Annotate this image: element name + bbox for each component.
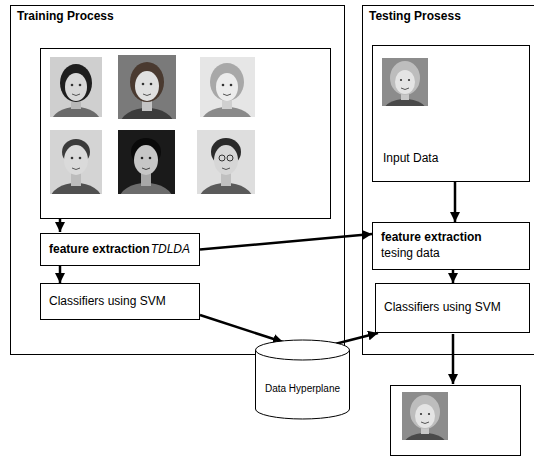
process-box: Classifiers using SVM [40, 283, 200, 320]
panel-title: Training Process [17, 9, 114, 25]
box-label: Classifiers using SVM [384, 300, 501, 316]
face-photo [200, 57, 255, 139]
box-label: feature extraction [381, 230, 521, 246]
box-label: feature extraction [49, 242, 150, 258]
face-photo [118, 55, 176, 142]
cylinder-outline [255, 338, 350, 420]
output-frame [391, 386, 521, 456]
process-panel: Testing ProsessInput Data feature extract… [362, 5, 534, 355]
process-panel: Training Process feature extractionTDLDA C… [10, 5, 345, 355]
box-label: Classifiers using SVM [49, 294, 166, 310]
box-label: Input Data [383, 151, 438, 167]
flow-arrow [59, 219, 62, 232]
flow-arrow [454, 182, 457, 222]
box-label: Data Hyperplane [265, 382, 340, 395]
input-box: Input Data [372, 45, 530, 182]
flow-arrow [59, 266, 62, 283]
box-label: TDLDA [151, 242, 190, 258]
flow-arrow [452, 334, 455, 384]
flow-arrow [200, 315, 283, 342]
output-photo [402, 392, 448, 459]
face-photo [50, 130, 102, 217]
database-cylinder: Data Hyperplane [255, 338, 350, 420]
box-label: tesing data [381, 246, 521, 262]
process-box: feature extractionTDLDA [40, 233, 200, 266]
process-box: feature extractiontesing data [372, 222, 530, 270]
flow-arrow [200, 234, 372, 250]
flow-arrow [452, 270, 455, 283]
input-photo [382, 58, 428, 125]
face-photo [118, 130, 175, 217]
cylinder-top [256, 340, 350, 360]
process-box: Classifiers using SVM [375, 283, 530, 333]
photo-frame [41, 49, 331, 219]
flow-arrow [335, 333, 378, 344]
panel-title: Testing Prosess [369, 9, 461, 25]
face-photo [50, 57, 102, 139]
face-photo [197, 130, 255, 217]
